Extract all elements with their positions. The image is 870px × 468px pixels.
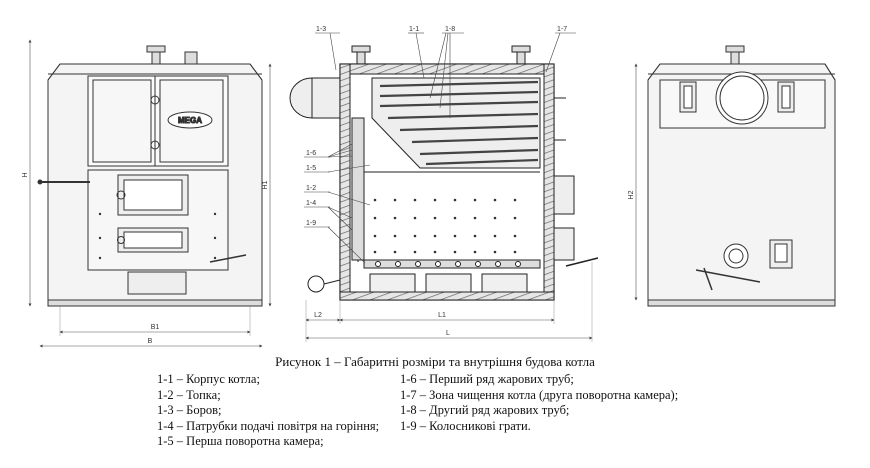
section-view	[289, 32, 599, 342]
legend-item: 1-7 – Зона чищення котла (друга поворотн…	[400, 387, 679, 402]
legend-item: 1-2 – Топка;	[157, 387, 221, 402]
callout-1-3: 1-3	[316, 26, 326, 33]
callout-1-4: 1-4	[306, 200, 316, 207]
figure-caption: Рисунок 1 – Габаритні розміри та внутріш…	[275, 354, 595, 369]
legend-right: 1-6 – Перший ряд жарових труб; 1-7 – Зон…	[400, 372, 678, 434]
legend-left: 1-1 – Корпус котла; 1-2 – Топка; 1-3 – Б…	[157, 372, 379, 450]
callout-1-2: 1-2	[306, 185, 316, 192]
dim-h2: H2	[628, 190, 635, 199]
dim-l1: L1	[438, 312, 446, 319]
dim-l2: L2	[314, 312, 322, 319]
callout-1-7: 1-7	[557, 26, 567, 33]
rear-view	[634, 45, 836, 307]
legend-item: 1-6 – Перший ряд жарових труб;	[400, 372, 574, 386]
dim-b1: B1	[151, 324, 160, 331]
legend-item: 1-8 – Другий ряд жарових труб;	[400, 403, 570, 418]
dim-h: H	[22, 172, 29, 177]
legend-item: 1-4 – Патрубки подачі повітря на горіння…	[157, 418, 380, 433]
front-view: MEGA	[28, 39, 272, 348]
legend-item: 1-1 – Корпус котла;	[157, 372, 260, 386]
callout-1-1: 1-1	[409, 26, 419, 33]
brand-label: MEGA	[178, 116, 202, 125]
legend-item: 1-3 – Боров;	[157, 403, 222, 418]
callout-1-6: 1-6	[306, 150, 316, 157]
callout-1-8: 1-8	[445, 26, 455, 33]
boiler-technical-drawing: MEGA H H1 B1 B	[22, 26, 836, 348]
legend-item: 1-5 – Перша поворотна камера;	[157, 434, 324, 449]
legend-item: 1-9 – Колосникові грати.	[400, 418, 531, 433]
callout-1-5: 1-5	[306, 165, 316, 172]
dim-b: B	[148, 338, 153, 345]
callout-1-9: 1-9	[306, 220, 316, 227]
dim-l: L	[446, 330, 450, 337]
dim-h1: H1	[262, 180, 269, 189]
